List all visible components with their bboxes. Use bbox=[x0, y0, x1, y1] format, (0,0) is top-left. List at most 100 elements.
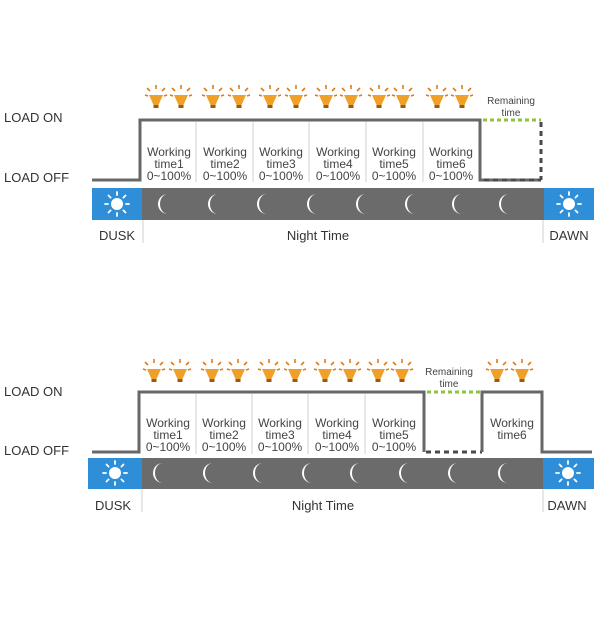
remaining-time-label: Remaining bbox=[425, 367, 473, 378]
lamp-icon bbox=[258, 84, 282, 109]
svg-text:0~100%: 0~100% bbox=[315, 440, 360, 454]
lamp-row bbox=[144, 84, 474, 109]
segment-4: Working time4 0~100% bbox=[315, 416, 360, 454]
svg-text:0~100%: 0~100% bbox=[146, 440, 191, 454]
lamp-icon bbox=[339, 84, 363, 109]
svg-text:time3: time3 bbox=[265, 428, 295, 442]
svg-text:time5: time5 bbox=[379, 157, 409, 171]
segment-6: Working time6 0~100% bbox=[429, 145, 474, 183]
segment-dividers bbox=[195, 394, 366, 454]
svg-text:Working: Working bbox=[429, 145, 473, 159]
load-on-label: LOAD ON bbox=[4, 384, 63, 399]
svg-text:time6: time6 bbox=[497, 428, 527, 442]
svg-text:Working: Working bbox=[316, 145, 360, 159]
lamp-icon bbox=[169, 84, 193, 109]
svg-text:0~100%: 0~100% bbox=[372, 169, 417, 183]
night-time-label: Night Time bbox=[287, 228, 349, 243]
svg-text:time3: time3 bbox=[266, 157, 296, 171]
svg-text:time5: time5 bbox=[379, 428, 409, 442]
load-waveform bbox=[92, 118, 540, 182]
lamp-icon bbox=[313, 358, 337, 383]
svg-text:Working: Working bbox=[315, 416, 359, 430]
lamp-icon bbox=[168, 358, 192, 383]
svg-text:time1: time1 bbox=[154, 157, 184, 171]
remaining-time-label: Remaining bbox=[487, 96, 535, 107]
svg-text:Working: Working bbox=[146, 416, 190, 430]
segment-5: Working time5 0~100% bbox=[372, 416, 417, 454]
svg-text:Working: Working bbox=[490, 416, 534, 430]
svg-text:Working: Working bbox=[258, 416, 302, 430]
svg-text:Working: Working bbox=[372, 145, 416, 159]
svg-text:Working: Working bbox=[203, 145, 247, 159]
night-time-label: Night Time bbox=[292, 498, 354, 513]
segment-1: Working time1 0~100% bbox=[147, 145, 192, 183]
segment-1: Working time1 0~100% bbox=[146, 416, 191, 454]
night-bar bbox=[142, 188, 544, 220]
remaining-time-label-line2: time bbox=[502, 108, 521, 119]
load-off-label: LOAD OFF bbox=[4, 443, 69, 458]
sun-icon bbox=[104, 191, 130, 217]
lamp-icon bbox=[391, 84, 415, 109]
svg-text:0~100%: 0~100% bbox=[316, 169, 361, 183]
lamp-icon bbox=[283, 358, 307, 383]
load-on-label: LOAD ON bbox=[4, 110, 63, 125]
lamp-icon bbox=[485, 358, 509, 383]
dusk-label: DUSK bbox=[99, 228, 135, 243]
svg-text:0~100%: 0~100% bbox=[147, 169, 192, 183]
segment-4: Working time4 0~100% bbox=[316, 145, 361, 183]
dawn-label: DAWN bbox=[549, 228, 588, 243]
lamp-icon bbox=[314, 84, 338, 109]
lamp-icon bbox=[425, 84, 449, 109]
svg-text:time4: time4 bbox=[323, 157, 353, 171]
svg-text:0~100%: 0~100% bbox=[372, 440, 417, 454]
lamp-icon bbox=[226, 358, 250, 383]
lamp-icon bbox=[201, 84, 225, 109]
lamp-icon bbox=[366, 358, 390, 383]
segment-2: Working time2 0~100% bbox=[203, 145, 248, 183]
svg-text:time2: time2 bbox=[210, 157, 240, 171]
sun-icon bbox=[556, 191, 582, 217]
svg-text:0~100%: 0~100% bbox=[429, 169, 474, 183]
svg-text:time6: time6 bbox=[436, 157, 466, 171]
svg-text:0~100%: 0~100% bbox=[259, 169, 304, 183]
segment-3: Working time3 0~100% bbox=[259, 145, 304, 183]
lamp-icon bbox=[227, 84, 251, 109]
diagram-1: LOAD ON LOAD OFF Remaining time bbox=[4, 84, 594, 243]
lamp-icon bbox=[510, 358, 534, 383]
lamp-icon bbox=[284, 84, 308, 109]
lamp-icon bbox=[144, 84, 168, 109]
lamp-icon bbox=[142, 358, 166, 383]
svg-text:time1: time1 bbox=[153, 428, 183, 442]
svg-text:Working: Working bbox=[372, 416, 416, 430]
segment-dividers bbox=[195, 122, 424, 182]
dusk-label: DUSK bbox=[95, 498, 131, 513]
lamp-icon bbox=[367, 84, 391, 109]
lamp-icon bbox=[390, 358, 414, 383]
lamp-icon bbox=[257, 358, 281, 383]
diagram-2: LOAD ON LOAD OFF Remaining time bbox=[4, 358, 594, 513]
segment-3: Working time3 0~100% bbox=[258, 416, 303, 454]
svg-text:time4: time4 bbox=[322, 428, 352, 442]
svg-text:0~100%: 0~100% bbox=[258, 440, 303, 454]
svg-text:Working: Working bbox=[147, 145, 191, 159]
lamp-icon bbox=[450, 84, 474, 109]
lamp-icon bbox=[338, 358, 362, 383]
load-off-label: LOAD OFF bbox=[4, 170, 69, 185]
load-waveform-final bbox=[480, 390, 592, 454]
segment-6: Working time6 bbox=[490, 416, 534, 442]
svg-text:0~100%: 0~100% bbox=[203, 169, 248, 183]
night-bar bbox=[142, 458, 543, 489]
lamp-row bbox=[142, 358, 534, 383]
sun-icon bbox=[102, 460, 128, 486]
remaining-time-label-line2: time bbox=[440, 379, 459, 390]
dawn-label: DAWN bbox=[547, 498, 586, 513]
segment-2: Working time2 0~100% bbox=[202, 416, 247, 454]
svg-text:Working: Working bbox=[259, 145, 303, 159]
segment-5: Working time5 0~100% bbox=[372, 145, 417, 183]
sun-icon bbox=[555, 460, 581, 486]
svg-text:time2: time2 bbox=[209, 428, 239, 442]
load-waveform bbox=[92, 390, 426, 454]
lamp-icon bbox=[200, 358, 224, 383]
svg-text:0~100%: 0~100% bbox=[202, 440, 247, 454]
